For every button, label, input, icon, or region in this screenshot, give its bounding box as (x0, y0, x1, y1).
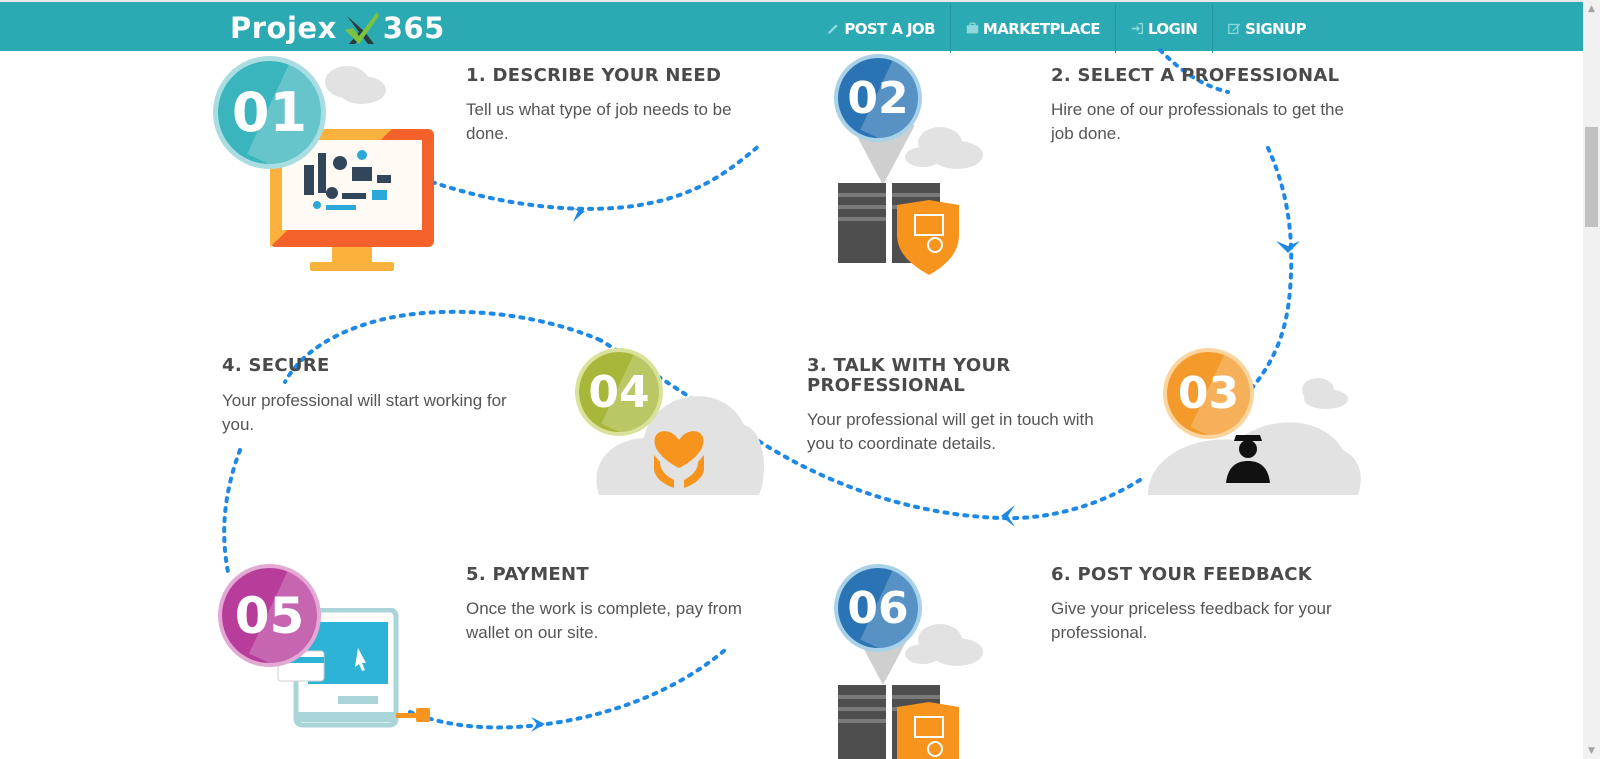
server-shield-icon (838, 125, 983, 275)
nav-signup-label: SIGNUP (1245, 19, 1306, 38)
brand-logo[interactable]: Projex 365 (230, 8, 445, 48)
top-border (0, 0, 1583, 2)
sign-in-icon (1131, 22, 1143, 35)
step-03-desc: Your professional will get in touch with… (807, 410, 1094, 453)
brand-name-right: 365 (382, 11, 445, 45)
nav-signup[interactable]: SIGNUP (1212, 4, 1321, 53)
scroll-up-icon[interactable]: ▲ (1588, 3, 1595, 14)
step-05-badge: 05 (222, 568, 317, 663)
nav-login-label: LOGIN (1147, 19, 1198, 38)
edit-icon (1228, 23, 1241, 34)
nav-marketplace-label: MARKETPLACE (982, 19, 1101, 38)
nav-post-a-job-label: POST A JOB (844, 19, 935, 38)
main-nav: POST A JOB MARKETPLACE LOGIN SIGNUP (812, 4, 1321, 53)
step-06-title: 6. POST YOUR FEEDBACK (1051, 564, 1313, 585)
professional-person-icon (1148, 378, 1361, 495)
heart-hands-icon (596, 396, 764, 495)
brand-x-check-icon (344, 12, 379, 44)
step-02-desc: Hire one of our professionals to get the… (1051, 100, 1344, 143)
step-05-title: 5. PAYMENT (466, 564, 589, 585)
card-payment-icon (277, 608, 430, 728)
nav-marketplace[interactable]: MARKETPLACE (949, 4, 1115, 53)
step-04-title: 4. SECURE (222, 355, 330, 376)
pencil-icon (828, 24, 838, 34)
scrollbar-thumb[interactable] (1585, 127, 1598, 227)
step-02-title: 2. SELECT A PROFESSIONAL (1051, 65, 1340, 86)
brand-name-left: Projex (230, 11, 337, 45)
step-03-badge: 03 (1167, 352, 1250, 435)
nav-post-a-job[interactable]: POST A JOB (812, 4, 950, 53)
step-06-badge: 06 (838, 568, 918, 648)
step-01-title: 1. DESCRIBE YOUR NEED (466, 65, 722, 86)
server-shield-icon (838, 624, 983, 759)
nav-login[interactable]: LOGIN (1114, 4, 1212, 53)
briefcase-icon (966, 22, 979, 34)
step-01-badge: 01 (218, 61, 321, 164)
step-02-badge: 02 (838, 58, 918, 138)
step-04-desc: Your professional will start working for… (222, 391, 507, 434)
scroll-down-icon[interactable]: ▼ (1588, 745, 1595, 756)
navbar: Projex 365 POST A JOB MARKETPLACE LOGIN … (0, 2, 1583, 53)
vertical-scrollbar[interactable]: ▲ ▼ (1583, 0, 1600, 759)
step-04-badge: 04 (579, 352, 659, 432)
